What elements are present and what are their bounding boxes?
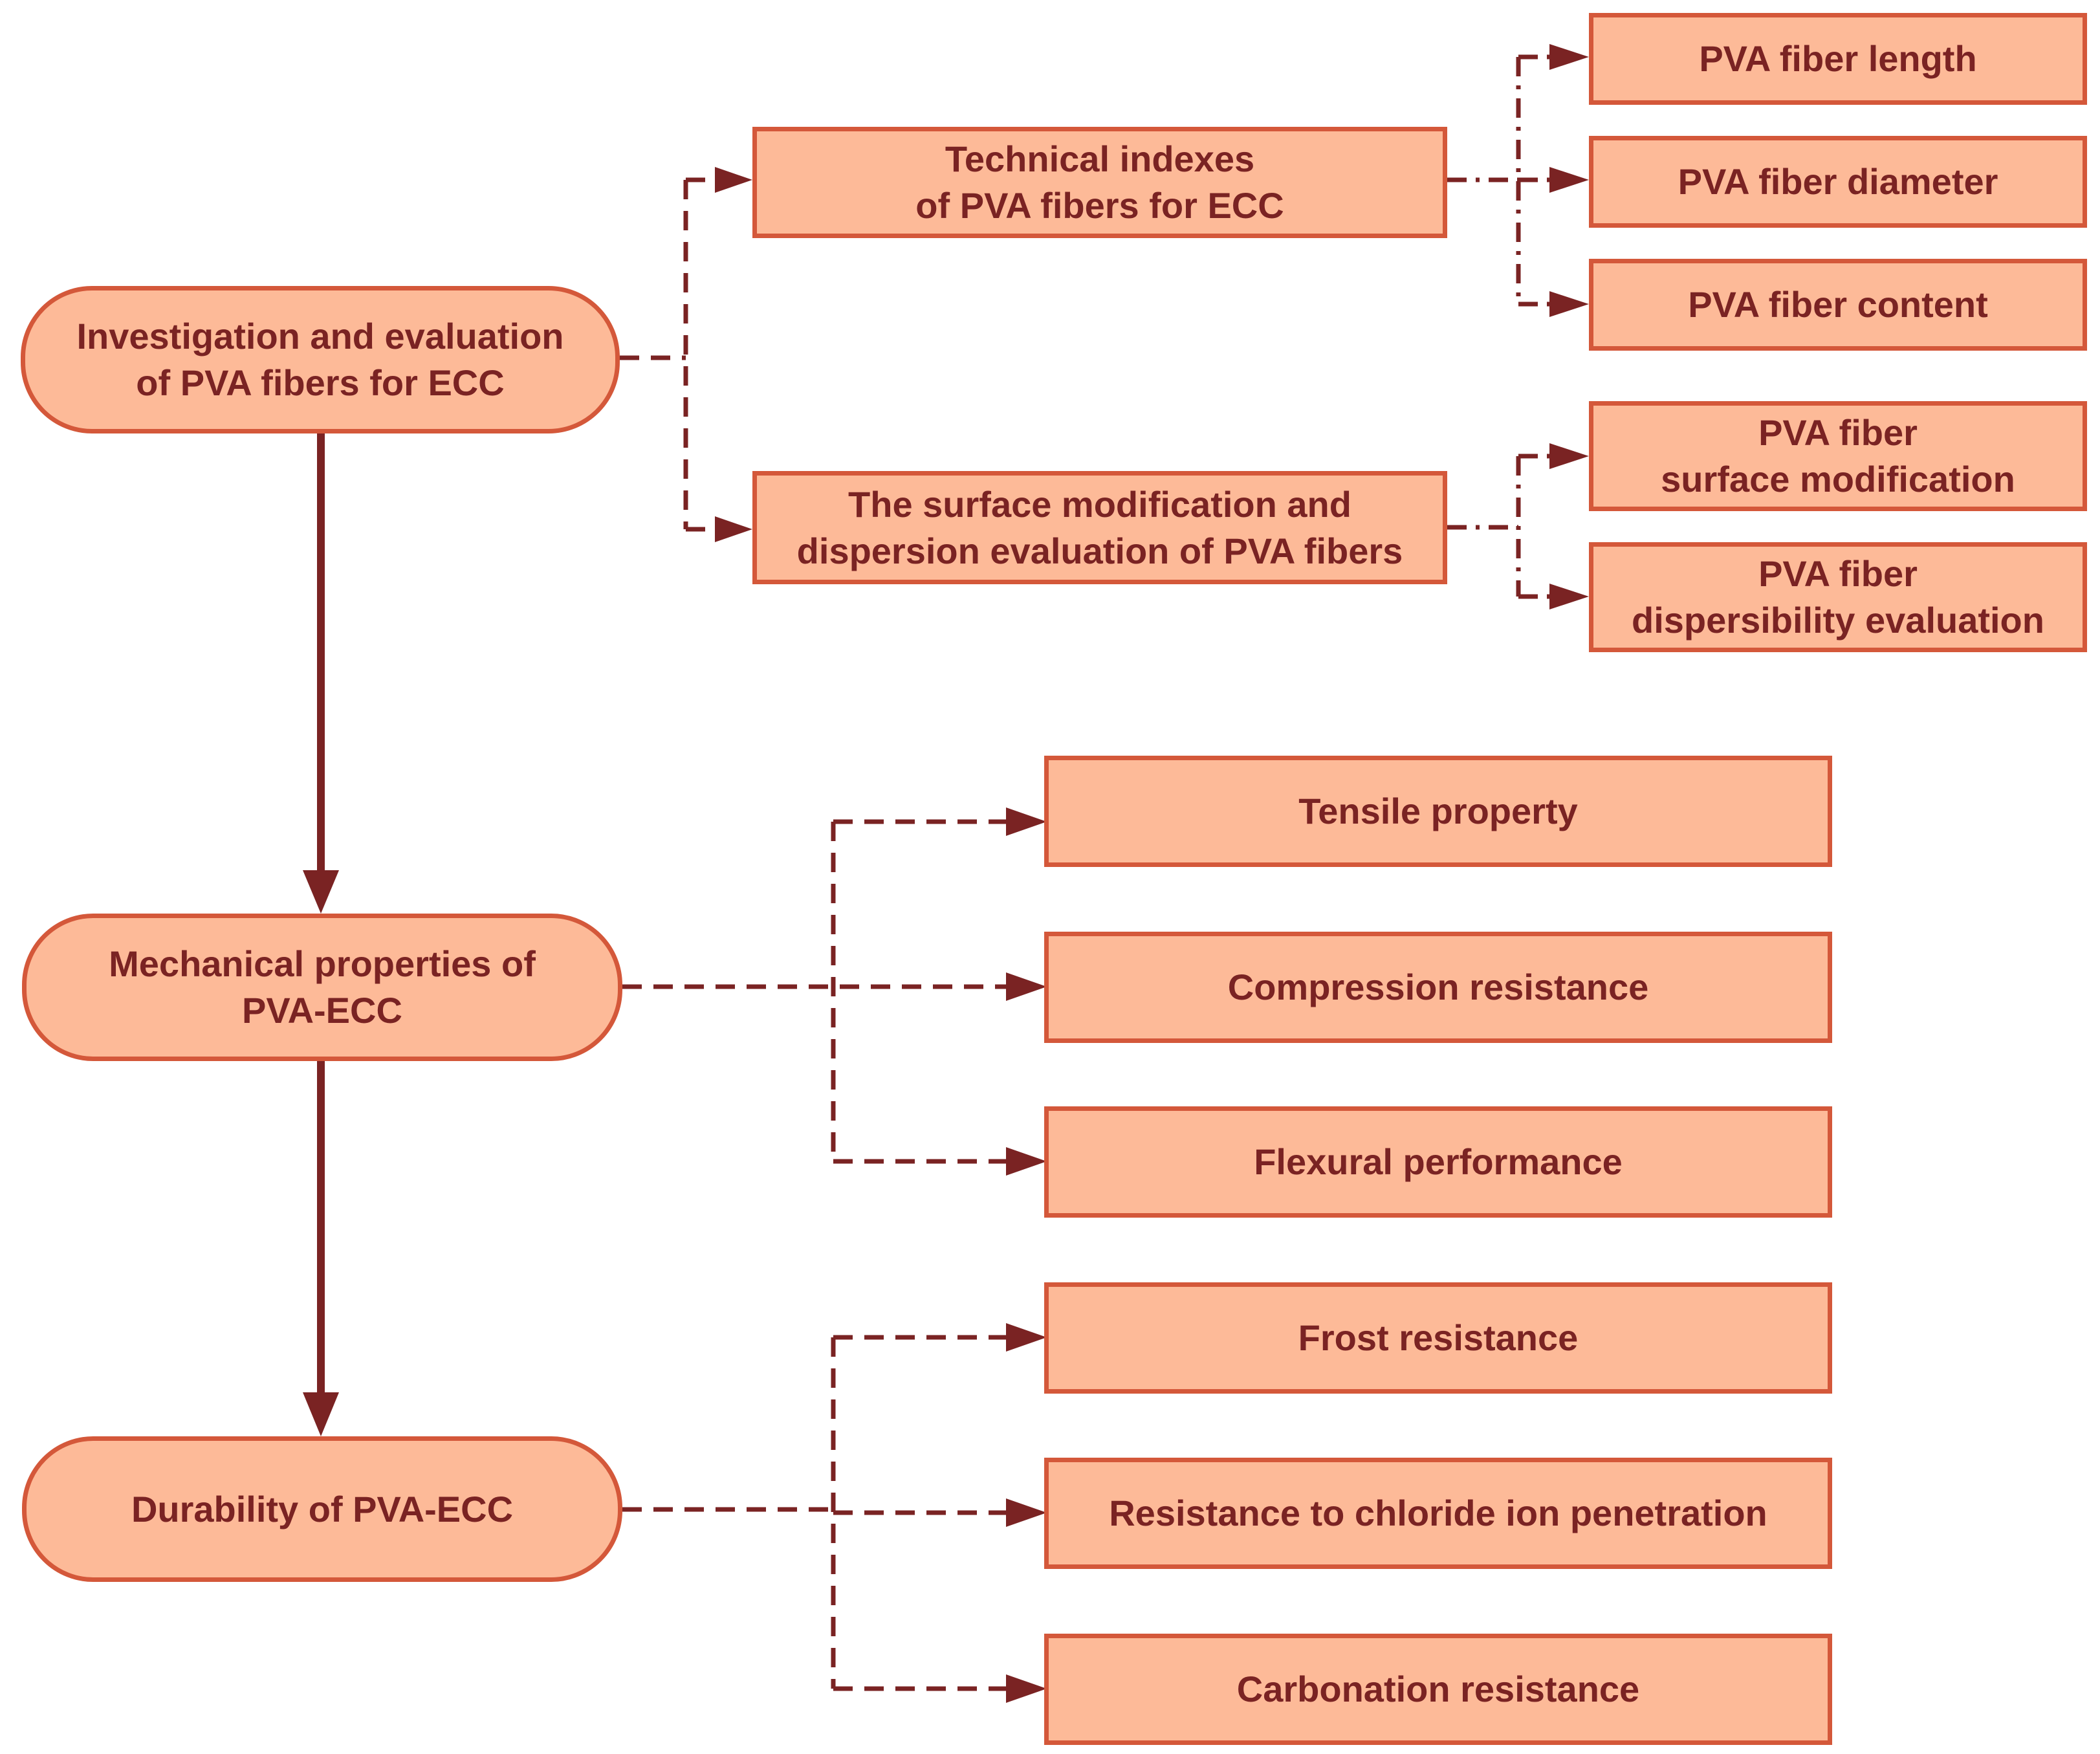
surface-connectors xyxy=(1447,454,1553,599)
arrowhead-carbonation xyxy=(1006,1674,1047,1703)
node-investigation: Investigation and evaluation of PVA fibe… xyxy=(21,286,620,433)
arrowhead-tensile xyxy=(1006,807,1047,836)
node-fiber-length: PVA fiber length xyxy=(1589,13,2087,105)
arrowhead-frost xyxy=(1006,1323,1047,1352)
node-chloride-resistance: Resistance to chloride ion penetration xyxy=(1044,1458,1832,1569)
node-fiber-diameter-label: PVA fiber diameter xyxy=(1678,161,1998,202)
node-frost-label: Frost resistance xyxy=(1298,1317,1579,1358)
node-carbonation-label: Carbonation resistance xyxy=(1236,1669,1640,1709)
node-fiber-content-label: PVA fiber content xyxy=(1688,284,1988,325)
arrowhead-dispersibility xyxy=(1549,584,1589,609)
node-carbonation-resistance: Carbonation resistance xyxy=(1044,1634,1832,1745)
arrowhead-surface xyxy=(715,516,752,542)
node-surface-label: The surface modification and dispersion … xyxy=(796,483,1403,571)
arrowhead-compression xyxy=(1006,972,1047,1001)
node-compression-resistance: Compression resistance xyxy=(1044,932,1832,1043)
node-fiber-content: PVA fiber content xyxy=(1589,259,2087,351)
arrowhead-content xyxy=(1549,291,1589,317)
node-mechanical-properties: Mechanical properties of PVA-ECC xyxy=(22,914,622,1061)
node-fiber-diameter: PVA fiber diameter xyxy=(1589,136,2087,228)
node-fiber-dispersibility-evaluation: PVA fiber dispersibility evaluation xyxy=(1589,542,2087,652)
node-surface-modification-dispersion: The surface modification and dispersion … xyxy=(752,471,1447,584)
investigation-connectors xyxy=(620,177,718,532)
node-technical-indexes: Technical indexes of PVA fibers for ECC xyxy=(752,127,1447,238)
main-flow-arrows xyxy=(303,433,339,1436)
arrowhead-length xyxy=(1549,44,1589,70)
node-flexural-label: Flexural performance xyxy=(1254,1141,1623,1182)
arrowhead-chloride xyxy=(1006,1498,1047,1527)
technical-connectors xyxy=(1447,54,1553,307)
mechanical-connectors xyxy=(622,819,1009,1164)
node-durability-label: Durability of PVA-ECC xyxy=(131,1488,514,1529)
node-fiber-dispersibility-label: PVA fiber dispersibility evaluation xyxy=(1632,553,2044,641)
node-compression-label: Compression resistance xyxy=(1227,967,1649,1007)
node-fiber-length-label: PVA fiber length xyxy=(1699,38,1977,79)
node-investigation-label: Investigation and evaluation of PVA fibe… xyxy=(76,316,564,403)
node-flexural-performance: Flexural performance xyxy=(1044,1106,1832,1218)
arrowhead-mechanical xyxy=(303,870,339,914)
node-chloride-label: Resistance to chloride ion penetration xyxy=(1109,1493,1767,1533)
node-frost-resistance: Frost resistance xyxy=(1044,1282,1832,1394)
arrowhead-diameter xyxy=(1549,167,1589,193)
node-tensile-label: Tensile property xyxy=(1298,791,1578,831)
node-fiber-surface-modification: PVA fiber surface modification xyxy=(1589,401,2087,511)
durability-connectors xyxy=(622,1335,1009,1691)
node-mechanical-label: Mechanical properties of PVA-ECC xyxy=(109,943,536,1031)
arrowhead-durability xyxy=(303,1392,339,1436)
node-durability: Durability of PVA-ECC xyxy=(22,1436,622,1582)
arrowhead-surface-mod xyxy=(1549,443,1589,469)
node-fiber-surface-mod-label: PVA fiber surface modification xyxy=(1661,412,2015,499)
node-technical-label: Technical indexes of PVA fibers for ECC xyxy=(915,138,1284,226)
node-tensile-property: Tensile property xyxy=(1044,756,1832,867)
arrowhead-flexural xyxy=(1006,1147,1047,1176)
arrowhead-technical xyxy=(715,167,752,193)
